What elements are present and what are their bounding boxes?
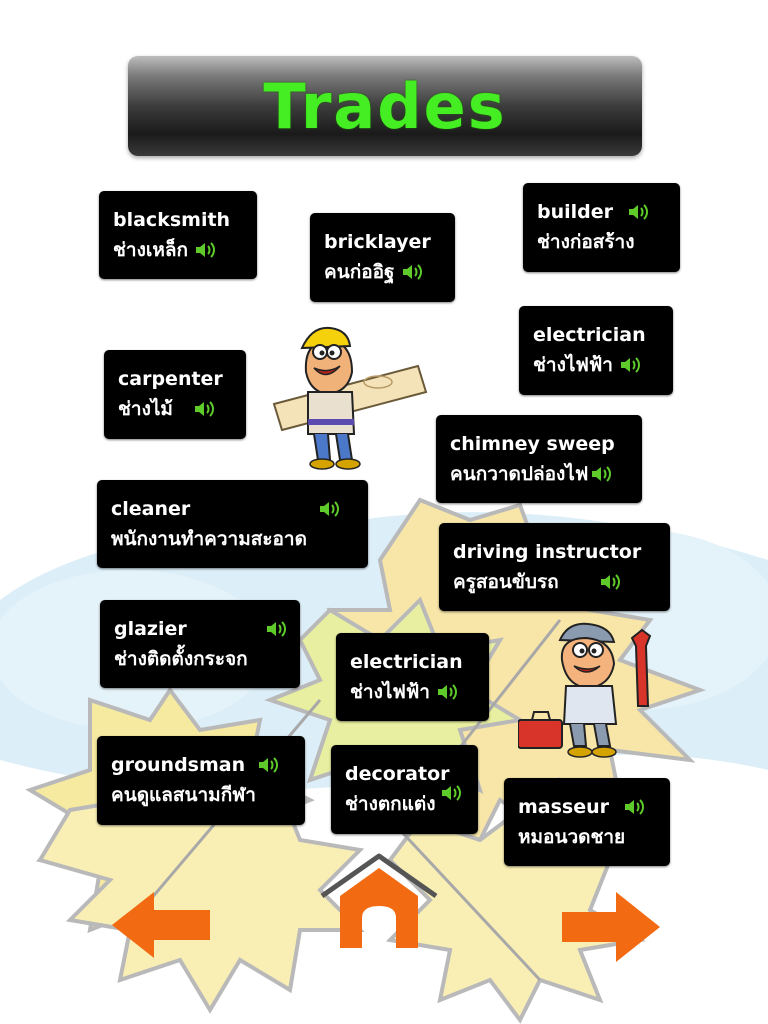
card-thai: พนักงานทำความสะอาด — [111, 528, 307, 550]
card-thai: ช่างไฟฟ้า — [350, 681, 430, 703]
speaker-icon[interactable] — [440, 783, 462, 803]
word-card-decorator[interactable]: decorator ช่างตกแต่ง — [331, 745, 478, 834]
speaker-icon[interactable] — [265, 619, 287, 639]
speaker-icon[interactable] — [627, 202, 649, 222]
word-card-carpenter[interactable]: carpenter ช่างไม้ — [104, 350, 246, 439]
word-card-bricklayer[interactable]: bricklayer คนก่ออิฐ — [310, 213, 455, 302]
card-english: bricklayer — [324, 231, 431, 253]
arrow-left-icon[interactable] — [110, 890, 212, 960]
speaker-icon[interactable] — [257, 755, 279, 775]
word-card-cleaner[interactable]: cleaner พนักงานทำความสะอาด — [97, 480, 368, 568]
card-thai: ช่างก่อสร้าง — [537, 231, 635, 253]
page-title: Trades — [263, 69, 507, 143]
card-english: glazier — [114, 618, 187, 640]
card-english: driving instructor — [453, 541, 642, 563]
card-english: groundsman — [111, 754, 246, 776]
card-thai: ช่างติดตั้งกระจก — [114, 648, 248, 670]
word-card-masseur[interactable]: masseur หมอนวดชาย — [504, 778, 670, 866]
card-english: electrician — [533, 324, 646, 346]
word-card-builder[interactable]: builder ช่างก่อสร้าง — [523, 183, 680, 272]
word-card-blacksmith[interactable]: blacksmith ช่างเหล็ก — [99, 191, 257, 279]
home-icon[interactable] — [318, 852, 440, 952]
card-thai: คนก่ออิฐ — [324, 261, 395, 283]
word-card-glazier[interactable]: glazier ช่างติดตั้งกระจก — [100, 600, 300, 688]
word-card-groundsman[interactable]: groundsman คนดูแลสนามกีฬา — [97, 736, 305, 825]
carpenter-character-illustration — [272, 326, 428, 470]
word-card-electrician-2[interactable]: electrician ช่างไฟฟ้า — [336, 633, 489, 721]
arrow-right-icon[interactable] — [560, 890, 662, 964]
word-card-driving-instructor[interactable]: driving instructor ครูสอนขับรถ — [439, 523, 670, 611]
card-english: electrician — [350, 651, 463, 673]
speaker-icon[interactable] — [401, 262, 423, 282]
card-thai: คนกวาดปล่องไฟ — [450, 463, 589, 485]
word-card-chimney-sweep[interactable]: chimney sweep คนกวาดปล่องไฟ — [436, 415, 642, 503]
card-thai: ช่างตกแต่ง — [345, 793, 436, 815]
speaker-icon[interactable] — [194, 240, 216, 260]
card-english: chimney sweep — [450, 433, 615, 455]
card-english: blacksmith — [113, 209, 231, 231]
card-english: masseur — [518, 796, 610, 818]
speaker-icon[interactable] — [193, 399, 215, 419]
speaker-icon[interactable] — [590, 464, 612, 484]
card-thai: ช่างเหล็ก — [113, 239, 189, 261]
card-english: cleaner — [111, 498, 191, 520]
card-thai: ครูสอนขับรถ — [453, 571, 559, 593]
speaker-icon[interactable] — [619, 355, 641, 375]
card-thai: คนดูแลสนามกีฬา — [111, 784, 256, 806]
plumber-character-illustration — [518, 622, 652, 758]
speaker-icon[interactable] — [599, 572, 621, 592]
card-thai: ช่างไฟฟ้า — [533, 354, 613, 376]
speaker-icon[interactable] — [318, 499, 340, 519]
speaker-icon[interactable] — [623, 797, 645, 817]
card-english: carpenter — [118, 368, 223, 390]
card-thai: ช่างไม้ — [118, 398, 173, 420]
word-card-electrician[interactable]: electrician ช่างไฟฟ้า — [519, 306, 673, 395]
card-thai: หมอนวดชาย — [518, 826, 626, 848]
title-bar: Trades — [128, 56, 642, 156]
speaker-icon[interactable] — [436, 682, 458, 702]
card-english: decorator — [345, 763, 450, 785]
card-english: builder — [537, 201, 614, 223]
